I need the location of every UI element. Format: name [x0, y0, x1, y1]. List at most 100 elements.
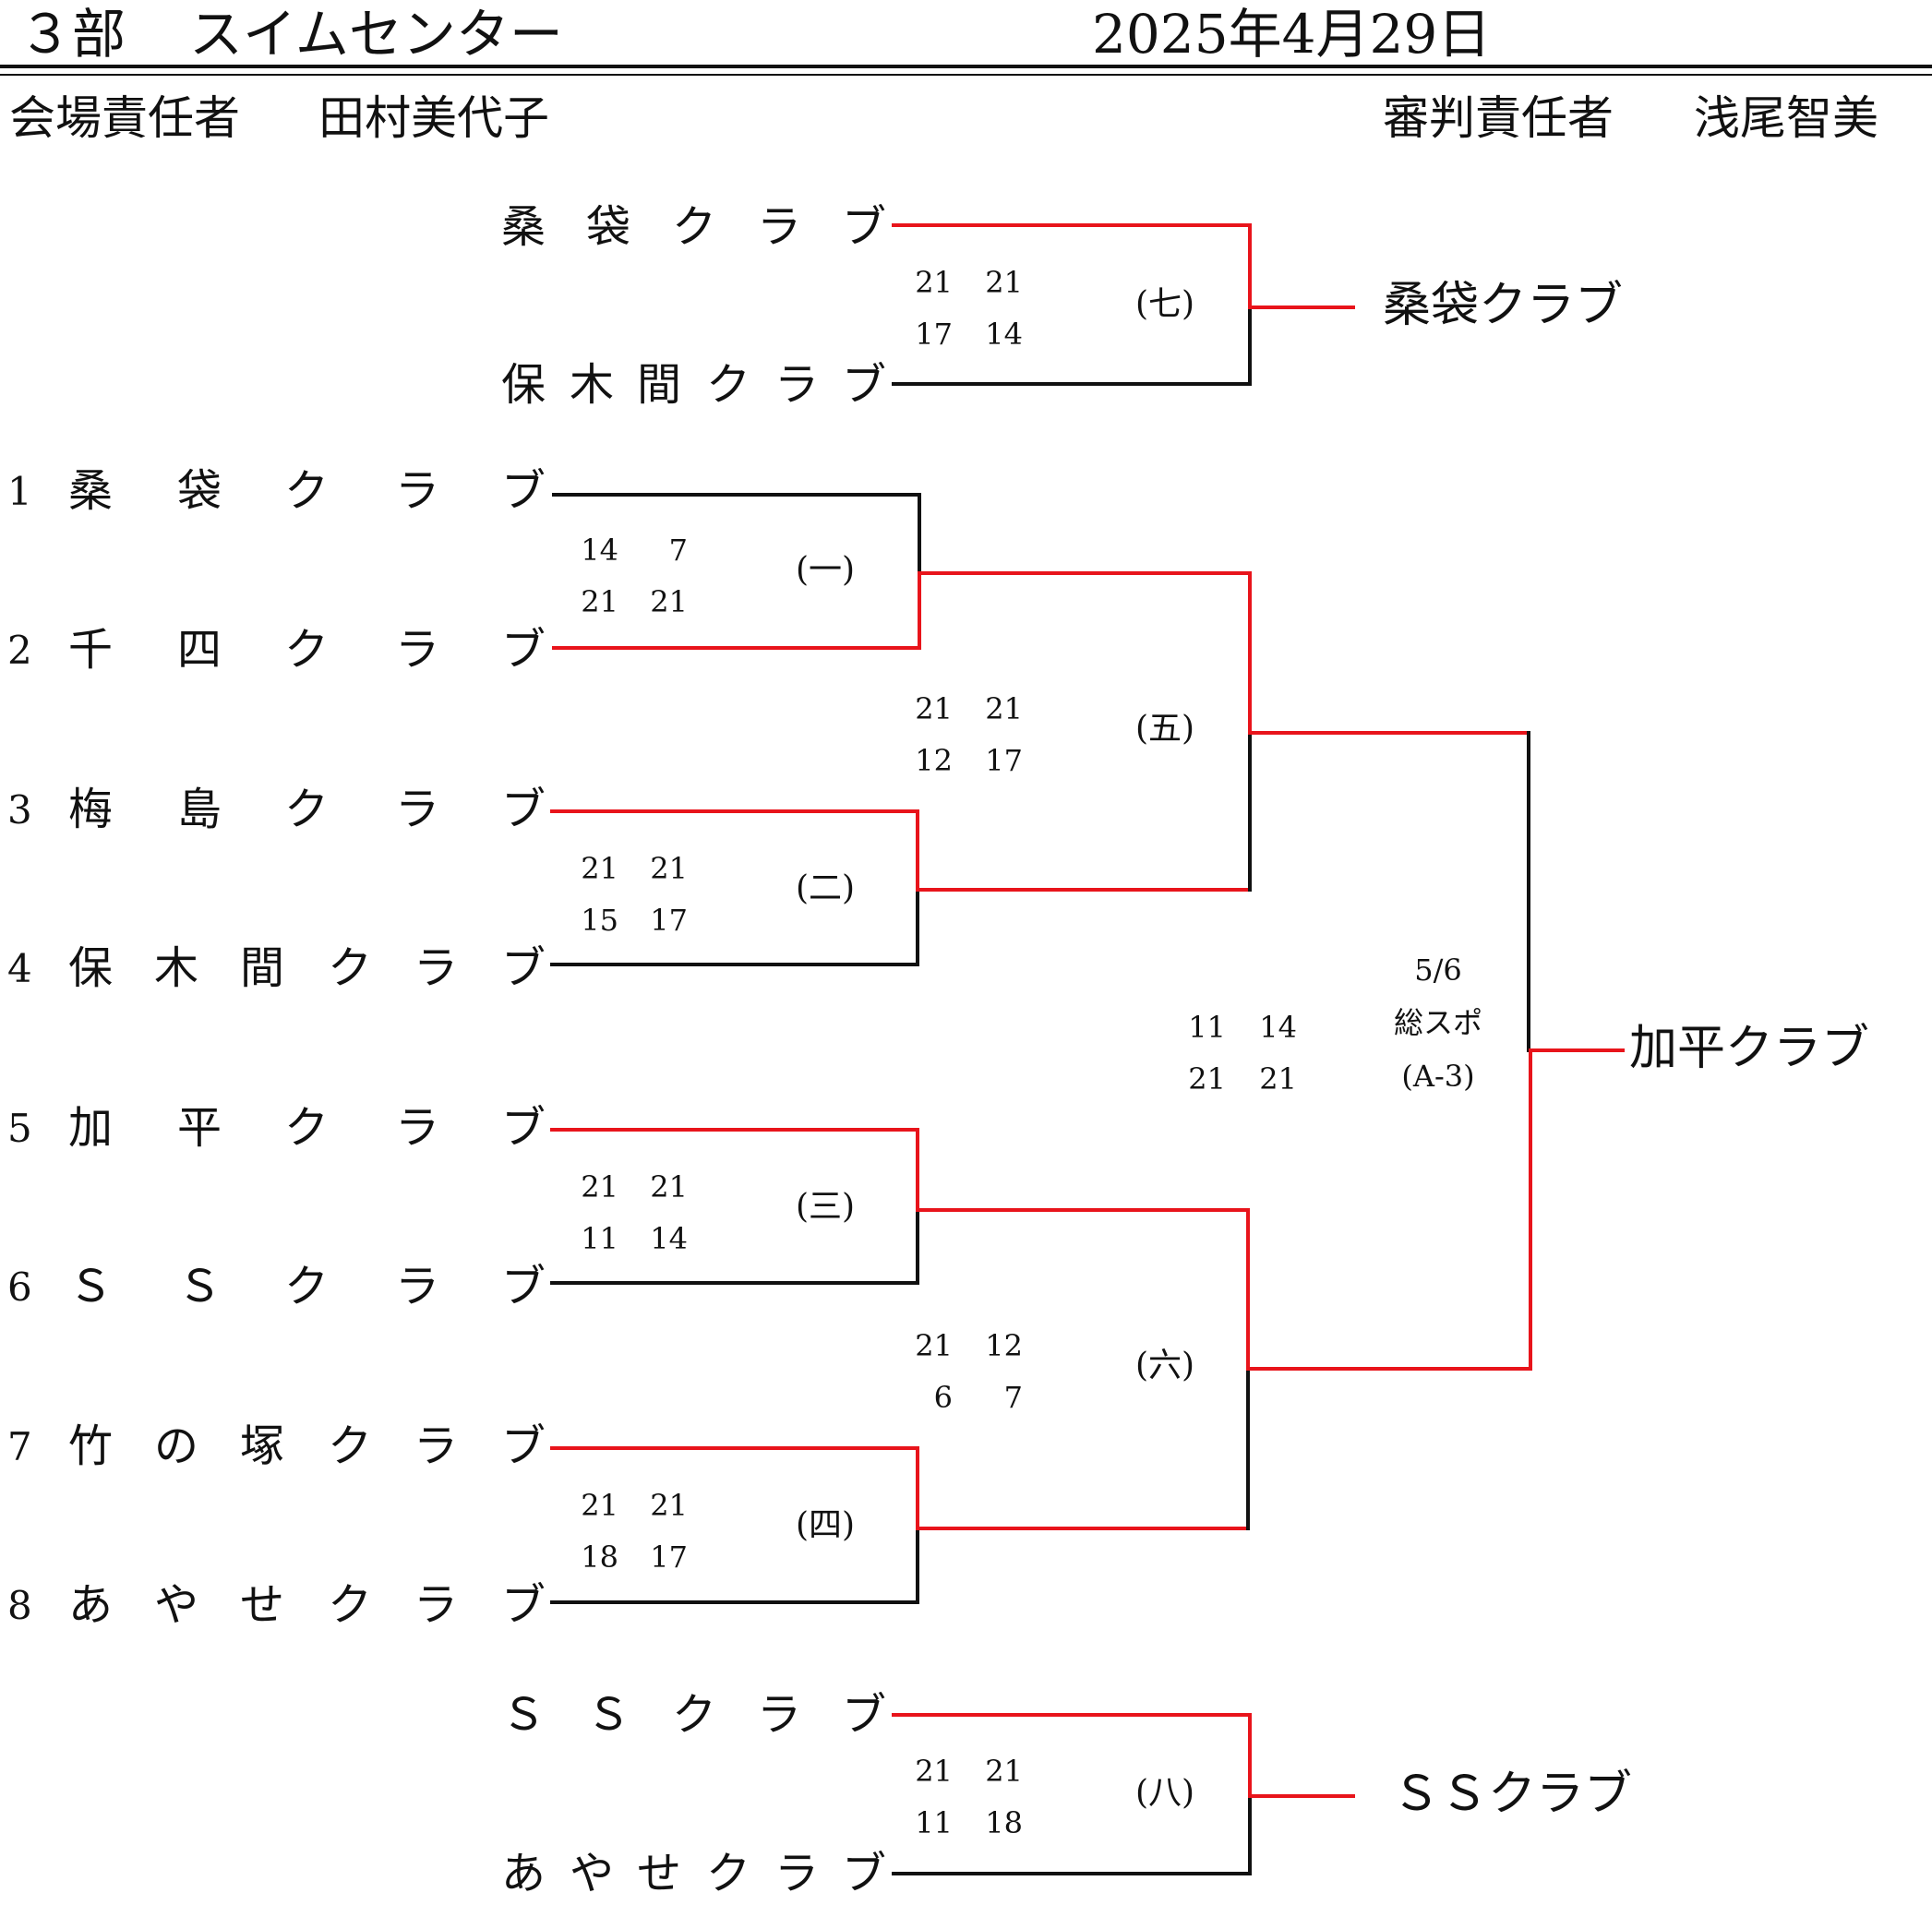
match-8-winner: ＳＳクラブ — [1392, 1767, 1633, 1822]
entry-1-char: ク — [284, 465, 330, 517]
m7-top-char: ブ — [842, 201, 887, 253]
final-score-b2: 21 — [1259, 1061, 1297, 1096]
entry-5-char: ク — [284, 1102, 330, 1154]
m8-bottom-char: せ — [637, 1848, 682, 1899]
entry-1-char: ラ — [395, 465, 440, 517]
match-5-score-b1: 12 — [915, 743, 953, 778]
match-5-score-b2: 17 — [985, 743, 1023, 778]
match-2-label: (二) — [796, 869, 856, 907]
header-rule-thick — [0, 65, 1932, 68]
m8-bottom-char: ブ — [842, 1848, 887, 1899]
match-5-score-a1: 21 — [915, 691, 953, 726]
m7-bottom-char: ラ — [774, 359, 820, 411]
m8-bottom-char: ラ — [774, 1848, 820, 1899]
entry-2-char: 四 — [177, 624, 222, 676]
match-5-score-a2: 21 — [985, 691, 1023, 726]
match-2-score-b1: 15 — [581, 903, 618, 938]
entry-4-char: ラ — [414, 942, 459, 994]
venue-title: スイムセンター — [189, 3, 563, 66]
match-7-score-a2: 21 — [985, 265, 1023, 300]
entry-5-char: 加 — [68, 1102, 114, 1154]
match-4-label: (四) — [796, 1506, 856, 1544]
match-6-label: (六) — [1135, 1347, 1195, 1384]
match-4-score-a1: 21 — [581, 1488, 618, 1523]
entry-7-char: の — [154, 1420, 199, 1472]
match-1-score-b2: 21 — [650, 584, 688, 619]
entry-8-char: あ — [68, 1579, 114, 1631]
m8-top-char: Ｓ — [586, 1689, 631, 1741]
division-title: ３部 — [18, 3, 126, 66]
match-6-score-b2: 7 — [1003, 1380, 1023, 1415]
entry-6-char: ク — [284, 1261, 330, 1312]
entry-5-char: ラ — [395, 1102, 440, 1154]
m7-top-char: 桑 — [501, 201, 546, 253]
entry-8-char: や — [154, 1579, 199, 1631]
entry-4-char: 間 — [240, 942, 285, 994]
entry-6-char: ブ — [501, 1261, 546, 1312]
entry-2-number: 2 — [7, 628, 32, 673]
m7-bottom-char: 木 — [570, 359, 615, 411]
m7-bottom-char: ブ — [842, 359, 887, 411]
entry-1-number: 1 — [7, 469, 32, 514]
entry-3-char: ブ — [501, 784, 546, 835]
match-7-score-a1: 21 — [915, 265, 953, 300]
referee-name: 浅尾智美 — [1694, 91, 1878, 145]
entry-4-char: 保 — [68, 942, 114, 994]
entry-7-char: 塚 — [240, 1420, 285, 1472]
match-3-score-a1: 21 — [581, 1169, 618, 1204]
m7-bottom-char: 間 — [637, 359, 682, 411]
event-date: 2025年4月29日 — [1092, 3, 1492, 66]
match-8-score-b2: 18 — [985, 1805, 1023, 1840]
entry-3-char: 島 — [177, 784, 222, 835]
match-1-score-b1: 21 — [581, 584, 618, 619]
m8-top-char: ラ — [757, 1689, 802, 1741]
entry-1-char: ブ — [501, 465, 546, 517]
entry-8-number: 8 — [7, 1583, 32, 1628]
entry-3-number: 3 — [7, 787, 32, 833]
entry-7-char: ク — [328, 1420, 373, 1472]
entry-2-char: ク — [284, 624, 330, 676]
entry-6-number: 6 — [7, 1264, 32, 1310]
entry-5-char: ブ — [501, 1102, 546, 1154]
entry-4-number: 4 — [7, 946, 32, 991]
entry-7-char: 竹 — [68, 1420, 114, 1472]
match-8-score-a1: 21 — [915, 1754, 953, 1789]
match-2-score-a2: 21 — [650, 851, 688, 886]
m7-top-char: 袋 — [586, 201, 631, 253]
match-5-label: (五) — [1135, 710, 1195, 748]
entry-4-char: 木 — [154, 942, 199, 994]
match-1-score-a2: 7 — [668, 533, 688, 568]
m8-top-char: ク — [672, 1689, 717, 1741]
entry-8-char: ラ — [414, 1579, 459, 1631]
entry-5-char: 平 — [177, 1102, 222, 1154]
entry-4-char: ブ — [501, 942, 546, 994]
entry-5-number: 5 — [7, 1106, 32, 1151]
match-7-score-b2: 14 — [985, 317, 1023, 352]
entry-2-char: 千 — [68, 624, 114, 676]
m7-top-char: ク — [672, 201, 717, 253]
match-7-score-b1: 17 — [915, 317, 953, 352]
match-6-score-a1: 21 — [915, 1328, 953, 1363]
entry-7-char: ラ — [414, 1420, 459, 1472]
entry-3-char: 梅 — [68, 784, 114, 835]
entry-2-char: ブ — [501, 624, 546, 676]
entry-8-char: ブ — [501, 1579, 546, 1631]
entry-1-char: 袋 — [177, 465, 222, 517]
entry-2-char: ラ — [395, 624, 440, 676]
header-rule-thin — [0, 74, 1932, 76]
venue-manager-label: 会場責任者 — [9, 91, 240, 145]
m8-bottom-char: ク — [706, 1848, 751, 1899]
match-3-label: (三) — [796, 1188, 856, 1226]
final-date: 5/6 — [1414, 952, 1462, 988]
entry-3-char: ラ — [395, 784, 440, 835]
m7-bottom-char: ク — [706, 359, 751, 411]
m7-top-char: ラ — [757, 201, 802, 253]
match-4-score-b2: 17 — [650, 1540, 688, 1575]
match-4-score-a2: 21 — [650, 1488, 688, 1523]
match-8-label: (八) — [1135, 1774, 1195, 1812]
entry-7-number: 7 — [7, 1424, 32, 1469]
match-6-score-a2: 12 — [985, 1328, 1023, 1363]
final-score-a2: 14 — [1259, 1010, 1297, 1045]
